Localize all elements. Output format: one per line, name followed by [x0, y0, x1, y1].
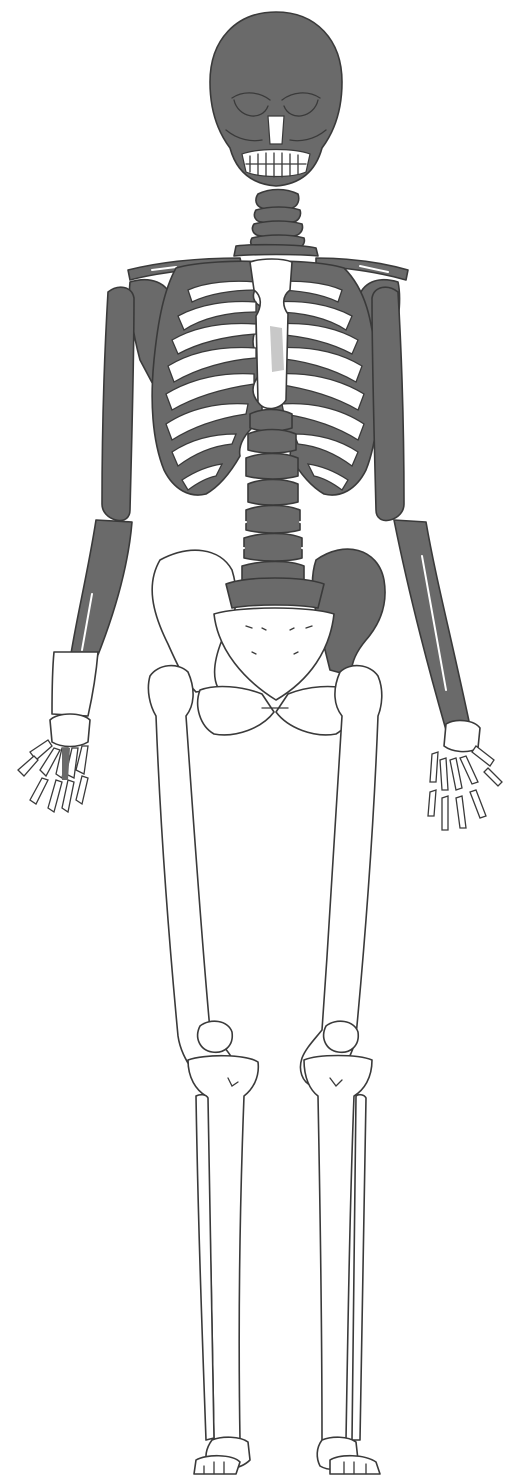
skull [210, 12, 342, 186]
left-arm [52, 287, 134, 716]
left-lower-leg [188, 1056, 258, 1445]
right-foot [317, 1437, 380, 1474]
left-foot [194, 1437, 250, 1474]
patellae [198, 1021, 359, 1052]
cervical-vertebrae [251, 190, 305, 252]
right-arm [372, 287, 470, 730]
sternum [250, 259, 292, 409]
left-hand [18, 714, 90, 812]
right-hand [428, 721, 502, 830]
right-lower-leg [304, 1056, 372, 1445]
